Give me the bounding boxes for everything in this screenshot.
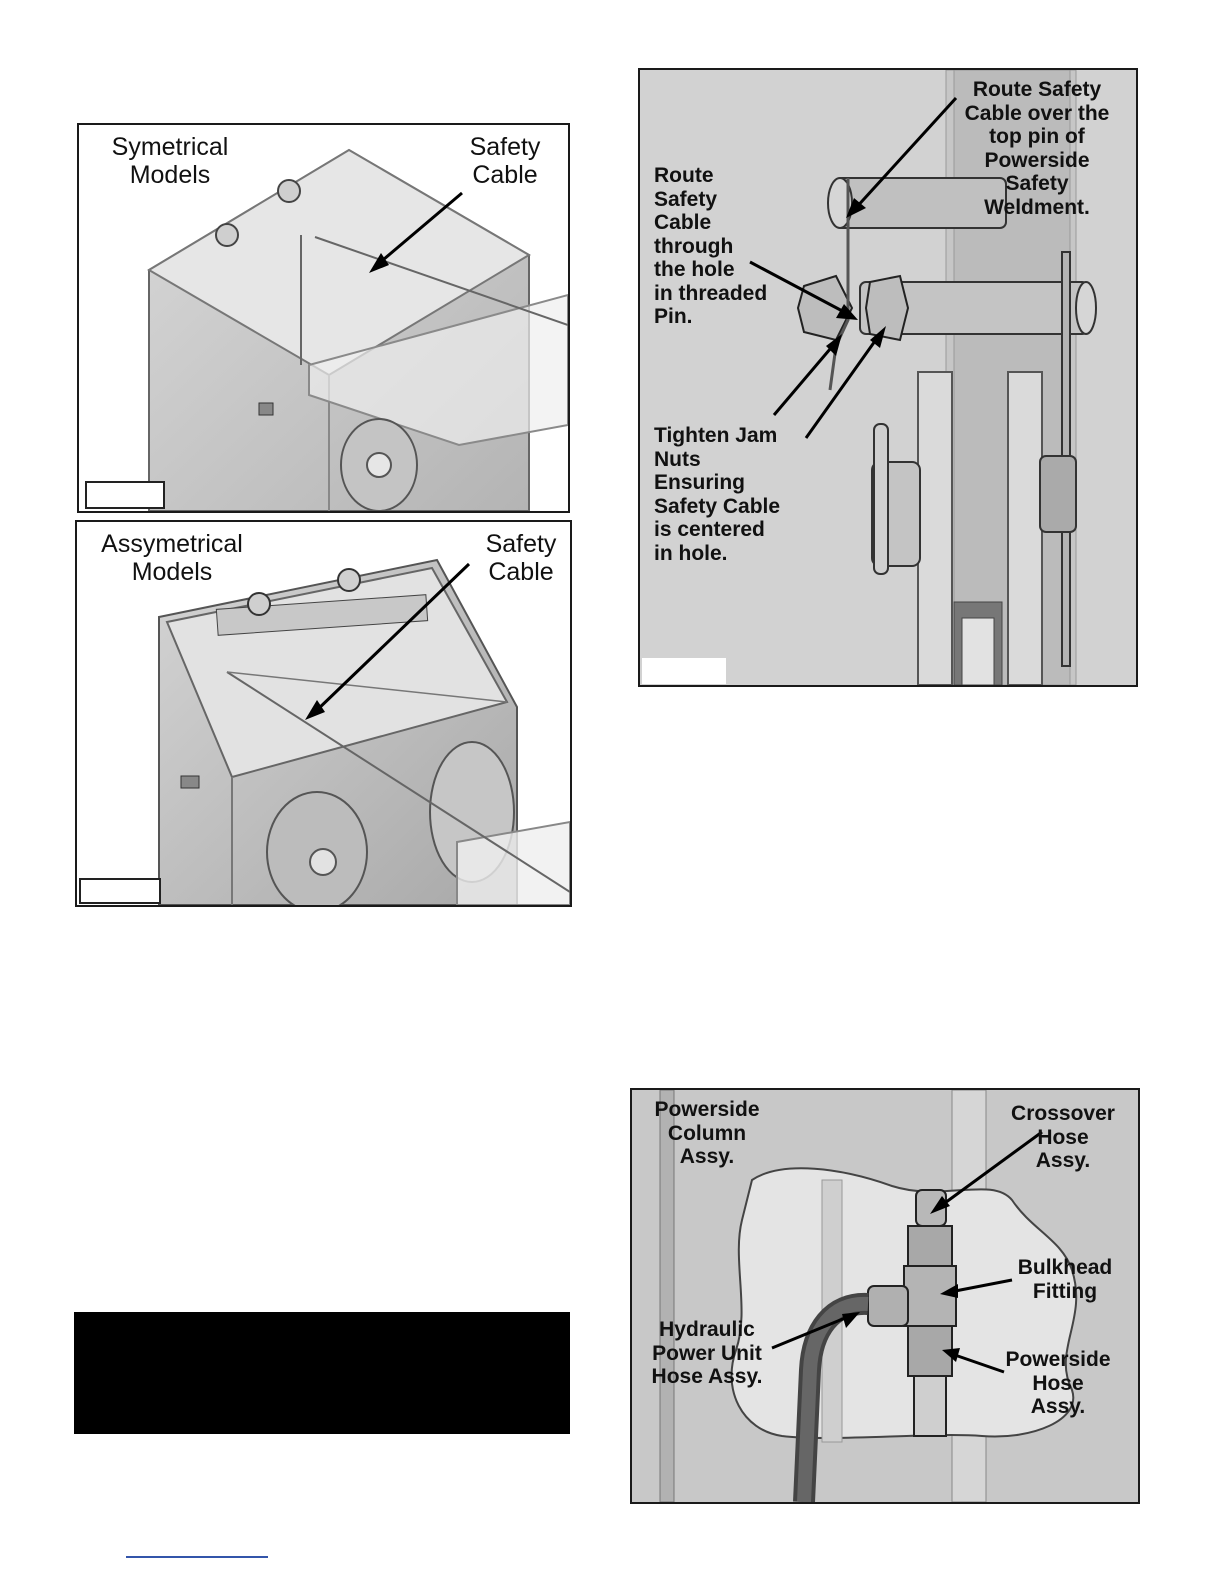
figure-number-box xyxy=(79,878,161,904)
safety-cable-label: Safety Cable xyxy=(485,530,557,586)
powerside-hose-label: Powerside Hose Assy. xyxy=(1005,1348,1111,1419)
hydraulic-power-unit-hose-label: Hydraulic Power Unit Hose Assy. xyxy=(651,1318,763,1389)
crossover-hose-label: Crossover Hose Assy. xyxy=(1011,1102,1115,1173)
black-banner xyxy=(74,1312,570,1434)
figure-hydraulic-connections: Powerside Column Assy. Crossover Hose As… xyxy=(630,1088,1140,1504)
figure-cable-routing: Route Safety Cable over the top pin of P… xyxy=(638,68,1138,687)
cable-routing-illustration xyxy=(749,70,1097,685)
figure-number-box xyxy=(642,658,726,684)
footer-link-underline xyxy=(126,1556,268,1558)
figure-asymmetrical-models: Assymetrical Models Safety Cable xyxy=(75,520,572,907)
figure-number-box xyxy=(85,481,165,509)
powerside-column-label: Powerside Column Assy. xyxy=(654,1098,760,1169)
assymetrical-models-label: Assymetrical Models xyxy=(101,530,243,586)
safety-cable-label: Safety Cable xyxy=(469,133,541,189)
hydraulic-illustration xyxy=(632,1090,1138,1502)
asymmetrical-illustration xyxy=(158,558,570,905)
route-over-top-pin-label: Route Safety Cable over the top pin of P… xyxy=(964,78,1110,219)
bulkhead-fitting-label: Bulkhead Fitting xyxy=(1017,1256,1113,1303)
symmetrical-illustration xyxy=(147,148,568,511)
tighten-jam-nuts-label: Tighten Jam Nuts Ensuring Safety Cable i… xyxy=(654,424,781,565)
figure-symmetrical-models: Symetrical Models Safety Cable xyxy=(77,123,570,513)
cable-arrow xyxy=(313,562,471,714)
safety-cable-path xyxy=(828,178,850,391)
symmetrical-models-label: Symetrical Models xyxy=(111,133,229,189)
route-through-hole-label: Route Safety Cable through the hole in t… xyxy=(654,164,768,329)
cable-arrow xyxy=(376,191,463,267)
